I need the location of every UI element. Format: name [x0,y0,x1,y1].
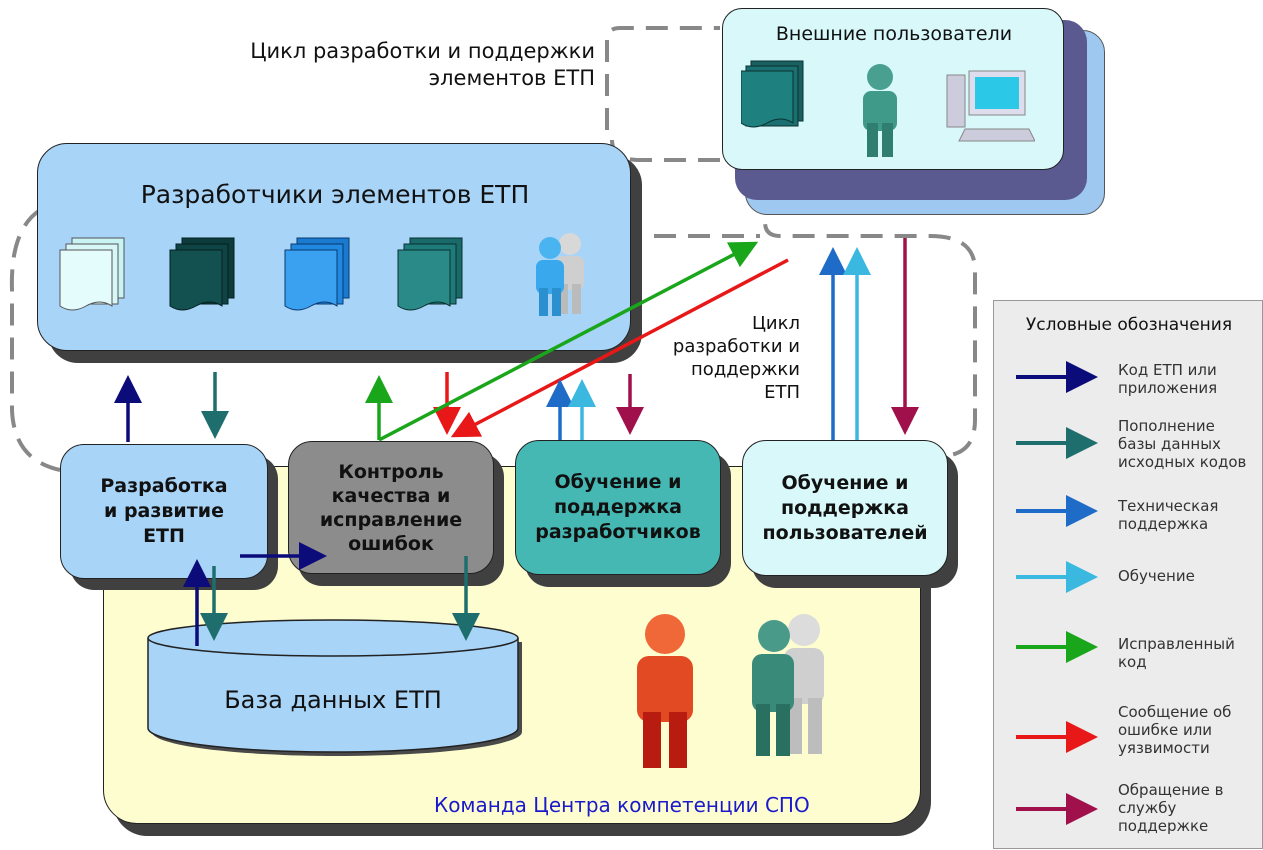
database-label: База данных ЕТП [224,686,442,714]
document-stack-icon [59,237,125,311]
document-stack-icon [397,237,463,311]
person-icon [863,64,897,157]
external-users-title: Внешние пользователи [775,23,1013,45]
person-icon [637,614,693,768]
training-users-box: Обучение и поддержка пользователей [742,440,948,576]
developers-title: Разработчики элементов ЕТП [140,180,530,209]
cycle-elements-label: Цикл разработки и поддержки элементов ЕТ… [250,39,595,90]
training-devs-box: Обучение и поддержка разработчиков [515,440,721,575]
cycle-etp-label: Цикл разработки и поддержки ЕТП [672,313,800,403]
dev-and-growth-box: Разработка и развитие ЕТП [60,444,268,579]
people-group-icon [536,233,584,316]
legend-panel: Условные обозначения Код ЕТП или приложе… [993,300,1263,849]
arrow-fixed-code-external [378,241,759,442]
legend-item-training: Обучение [1118,567,1195,585]
document-stack-icon [284,237,350,311]
legend-item-bug-report: Сообщение об ошибке или уязвимости [1118,703,1232,757]
people-group-icon [752,614,824,756]
external-users-box: Внешние пользователи [722,8,1064,170]
legend-item-support-request: Обращение в службу поддержке [1118,781,1224,835]
legend-item-code: Код ЕТП или приложения [1118,361,1218,397]
team-label: Команда Центра компетенции СПО [434,793,810,817]
arrow-bug-report-external [450,258,789,438]
legend-arrows [1016,361,1098,825]
legend-item-tech-support: Техническая поддержка [1118,497,1219,533]
computer-icon [946,70,1035,142]
database-cylinder [147,619,522,756]
document-stack-icon [169,237,235,311]
legend-title: Условные обозначения [1025,315,1233,335]
legend-item-fixed-code: Исправленный код [1118,635,1235,671]
developers-box: Разработчики элементов ЕТП [37,143,631,351]
document-stack-icon [741,60,804,128]
legend-item-db-replenish: Пополнение базы данных исходных кодов [1118,417,1247,471]
